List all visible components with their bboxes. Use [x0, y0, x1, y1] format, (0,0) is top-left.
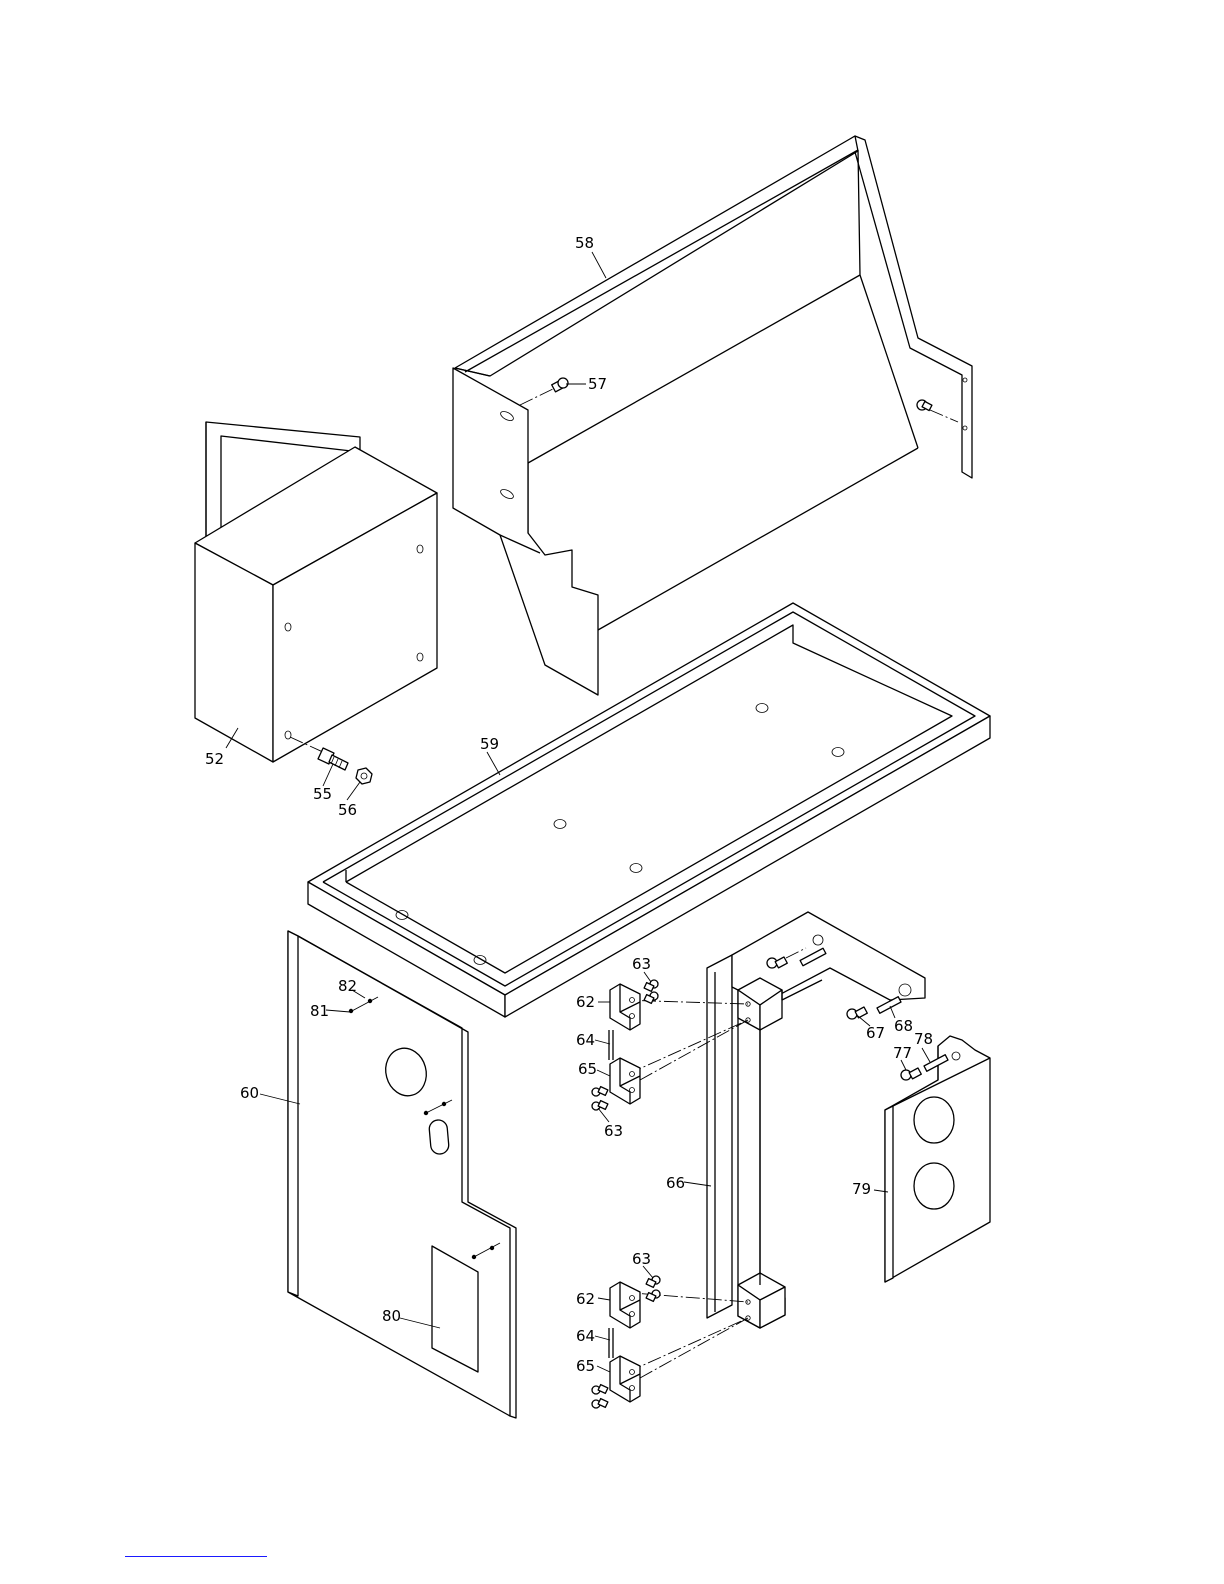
callout-65-upper: 65	[578, 1060, 597, 1078]
callout-79: 79	[852, 1180, 871, 1198]
callout-62-upper: 62	[576, 993, 595, 1011]
callout-52: 52	[205, 750, 224, 768]
callout-66: 66	[666, 1174, 685, 1192]
callout-65-lower: 65	[576, 1357, 595, 1375]
callout-82: 82	[338, 977, 357, 995]
callout-63-upper-top: 63	[632, 955, 651, 973]
callout-64-lower: 64	[576, 1327, 595, 1345]
part-58-back-guard	[453, 136, 972, 695]
callout-78: 78	[914, 1030, 933, 1048]
callout-63-upper-bottom: 63	[604, 1122, 623, 1140]
part-79-door	[885, 1036, 990, 1282]
callout-55: 55	[313, 785, 332, 803]
callout-60: 60	[240, 1084, 259, 1102]
part-57-screw	[520, 378, 958, 422]
footer-rule	[125, 1556, 267, 1557]
callout-81: 81	[310, 1002, 329, 1020]
callout-57: 57	[588, 375, 607, 393]
callout-63-lower: 63	[632, 1250, 651, 1268]
callout-58: 58	[575, 234, 594, 252]
callout-59: 59	[480, 735, 499, 753]
callout-80: 80	[382, 1307, 401, 1325]
callout-62-lower: 62	[576, 1290, 595, 1308]
callout-67: 67	[866, 1024, 885, 1042]
callout-77: 77	[893, 1044, 912, 1062]
callout-64-upper: 64	[576, 1031, 595, 1049]
part-52-electrical-box	[195, 422, 437, 762]
callout-56: 56	[338, 801, 357, 819]
callout-68: 68	[894, 1017, 913, 1035]
